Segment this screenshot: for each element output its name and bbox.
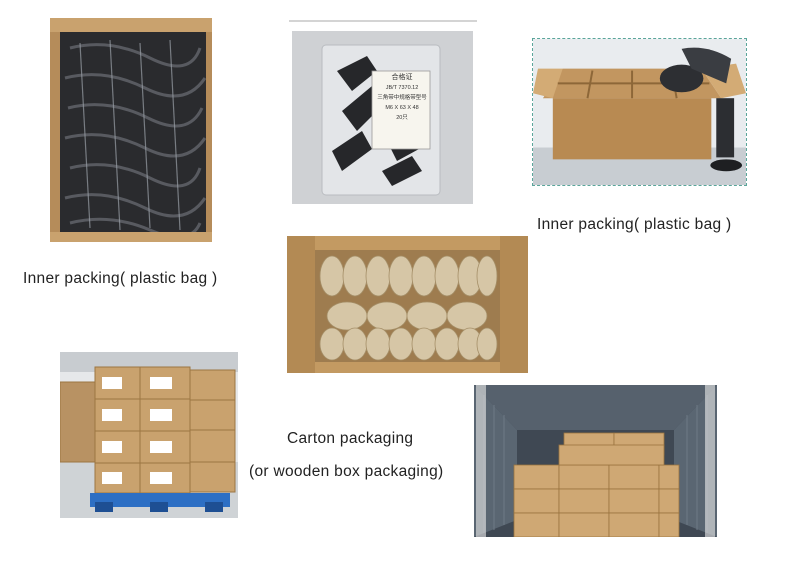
- bag-label-line1: 合格证: [391, 74, 413, 81]
- caption-inner-packing-left: Inner packing( plastic bag ): [23, 270, 218, 287]
- photo-carton-wrapped-parts: [287, 236, 528, 373]
- photo-inner-packing-box-black-parts: [50, 18, 212, 242]
- photo-container-loaded-cartons: [474, 385, 717, 537]
- bag-label-line4: M6 X 63 X 48: [385, 105, 419, 111]
- bag-label-line3: 三角带中规格带型号: [377, 95, 427, 101]
- bag-label-line2: JB/T 7370.12: [385, 85, 419, 91]
- photo-plastic-bag-with-label: [292, 31, 473, 204]
- caption-inner-packing-right: Inner packing( plastic bag ): [537, 216, 732, 233]
- bag-label-line5: 20只: [396, 115, 408, 121]
- top-divider-line: [289, 20, 477, 22]
- caption-carton-packaging: Carton packaging: [287, 430, 414, 447]
- photo-divided-carton-packing: [532, 38, 747, 186]
- photo-cartons-on-pallet: [60, 352, 238, 518]
- bag-label-text: 合格证 JB/T 7370.12 三角带中规格带型号 M6 X 63 X 48 …: [374, 73, 430, 123]
- caption-wooden-box-packaging: (or wooden box packaging): [249, 463, 444, 480]
